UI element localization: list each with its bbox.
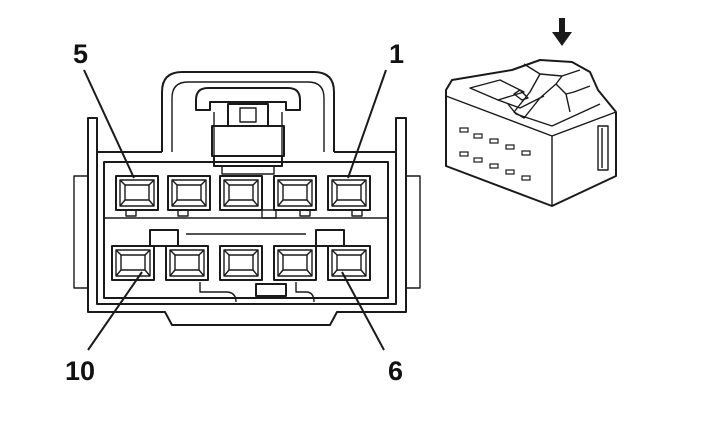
pin-label-1: 1 [389, 39, 404, 69]
cavity-pin-6 [327, 245, 371, 281]
pin-label-10: 10 [65, 356, 95, 386]
cavity-pin-1 [327, 175, 371, 211]
leader-line-5 [83, 69, 135, 179]
cavity-pin-4 [167, 175, 211, 211]
leader-line-10 [87, 271, 143, 351]
cavity-pin-3 [219, 175, 263, 211]
iso-cavity-slots [459, 127, 531, 181]
top-row-cavities [115, 175, 371, 219]
lock-hood [161, 71, 335, 152]
bottom-row-cavities [111, 229, 371, 303]
cavity-pin-2 [273, 175, 317, 211]
leader-line-6 [341, 271, 385, 351]
pin-label-5: 5 [73, 39, 88, 69]
leader-line-1 [347, 69, 387, 179]
connector-housing [87, 117, 407, 326]
connector-front-view: 5 1 10 6 [65, 39, 421, 386]
arrow-down-icon [552, 18, 572, 46]
pin-label-6: 6 [388, 356, 403, 386]
cavity-frame [103, 161, 389, 299]
cavity-pin-5 [115, 175, 159, 211]
cavity-pin-7 [273, 245, 317, 281]
cavity-pin-8 [219, 245, 263, 281]
iso-housing [445, 59, 617, 207]
cavity-pin-9 [165, 245, 209, 281]
connector-isometric-view [445, 18, 617, 207]
cavity-pin-10 [111, 245, 155, 281]
locking-lever [195, 87, 301, 175]
